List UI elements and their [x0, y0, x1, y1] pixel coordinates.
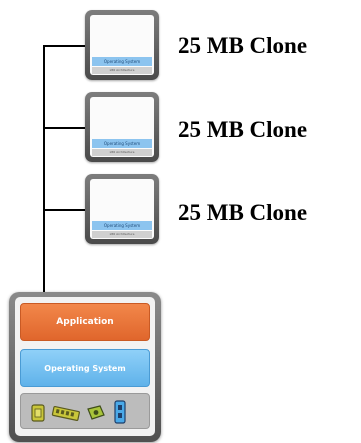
connector-branch-3	[43, 209, 85, 211]
clone-hw-layer: x86 Architecture	[92, 67, 152, 74]
clone-os-layer: Operating System	[92, 139, 152, 148]
memory-icon	[51, 405, 80, 422]
connector-branch-2	[43, 127, 85, 129]
base-vm-panel: Application Operating System	[15, 297, 155, 436]
hardware-layer	[20, 393, 150, 429]
clone-vm-2: Operating System x86 Architecture	[85, 92, 159, 162]
operating-system-layer: Operating System	[20, 349, 150, 387]
connector-trunk	[43, 45, 45, 293]
disk-icon	[87, 405, 105, 420]
application-layer: Application	[20, 303, 150, 341]
clone-vm-screen: Operating System x86 Architecture	[90, 97, 154, 157]
clone-vm-1: Operating System x86 Architecture	[85, 10, 159, 80]
clone-vm-screen: Operating System x86 Architecture	[90, 15, 154, 75]
network-card-icon	[114, 400, 126, 424]
clone-hw-layer: x86 Architecture	[92, 149, 152, 156]
clone-vm-screen: Operating System x86 Architecture	[90, 179, 154, 239]
clone-os-layer: Operating System	[92, 57, 152, 66]
clone-vm-3: Operating System x86 Architecture	[85, 174, 159, 244]
base-vm: Application Operating System	[9, 292, 161, 442]
cpu-icon	[31, 404, 45, 422]
clone-size-label-3: 25 MB Clone	[178, 200, 308, 225]
clone-hw-layer: x86 Architecture	[92, 231, 152, 238]
clone-os-layer: Operating System	[92, 221, 152, 230]
connector-branch-1	[43, 45, 85, 47]
clone-size-label-2: 25 MB Clone	[178, 117, 308, 142]
clone-size-label-1: 25 MB Clone	[178, 33, 308, 58]
